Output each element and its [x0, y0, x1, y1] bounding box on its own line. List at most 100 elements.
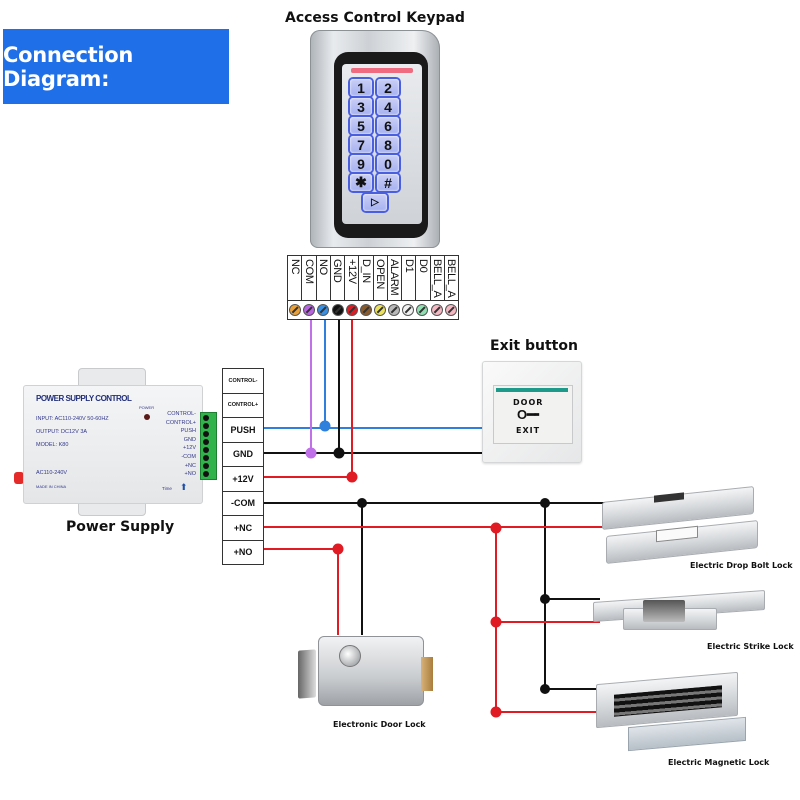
- strike-lock-device: [593, 589, 765, 632]
- ps-device-title: POWER SUPPLY CONTROL: [36, 394, 132, 403]
- ps-side-label: +NC: [184, 462, 196, 469]
- terminal-label-d1: D1: [402, 256, 417, 306]
- terminal-label-com: COM: [302, 256, 317, 306]
- exit-button-heading: Exit button: [490, 338, 578, 354]
- key-star[interactable]: ✱: [350, 174, 372, 191]
- terminal-label-d-in: D_IN: [359, 256, 374, 306]
- ps-terminal-nc: +NC: [223, 516, 263, 541]
- terminal-screw-d1-8: [402, 304, 415, 316]
- ps-input-spec: INPUT: AC110-240V 50-60HZ: [36, 416, 109, 422]
- terminal-screw-d0-9: [416, 304, 429, 316]
- terminal-screw-no-2: [317, 304, 330, 316]
- ps-terminal-gnd: GND: [223, 443, 263, 467]
- ps-made-in: MADE IN CHINA: [36, 484, 67, 489]
- key-icon: O━╸: [517, 407, 543, 422]
- ps-side-labels: CONTROL- CONTROL+ PUSH GND +12V -COM +NC…: [166, 410, 196, 479]
- key-4[interactable]: 4: [377, 98, 399, 115]
- terminal-screw--12v-4: [345, 304, 358, 316]
- junction-push: [319, 420, 331, 432]
- terminal-screw-gnd-3: [331, 304, 344, 316]
- junction-nc-2: [490, 616, 502, 628]
- exit-button-door-text: DOOR: [513, 398, 544, 407]
- terminal-label-12v: +12V: [345, 256, 360, 306]
- drop-bolt-lock-caption: Electric Drop Bolt Lock: [690, 561, 793, 570]
- key-1[interactable]: 1: [350, 79, 372, 96]
- exit-button-strip: [496, 388, 568, 392]
- ps-terminal-control-plus: CONTROL+: [223, 394, 263, 418]
- key-5[interactable]: 5: [350, 117, 372, 134]
- junction-nc-3: [490, 706, 502, 718]
- junction-no: [332, 543, 344, 555]
- terminal-screw-bell-a-10: [430, 304, 443, 316]
- ps-ac-label: AC110-240V: [36, 470, 68, 476]
- keypad-heading: Access Control Keypad: [285, 10, 465, 26]
- terminal-label-nc: NC: [288, 256, 303, 306]
- strike-keeper: [643, 600, 685, 622]
- ps-side-label: +12V: [183, 445, 196, 452]
- ps-power-label: POWER: [139, 405, 155, 410]
- time-adjust-icon: ⬆: [180, 482, 188, 492]
- connection-diagram-banner: Connection Diagram:: [3, 29, 229, 104]
- keypad-keys: 1 2 3 4 5 6 7 8 9 0 ✱ # ▷: [342, 64, 422, 224]
- junction-minus-com-3: [540, 594, 550, 604]
- terminal-label-alarm: ALARM: [388, 256, 402, 306]
- keypad-terminal-labels: NC COM NO GND +12V D_IN OPEN ALARM D1 D0…: [287, 255, 459, 306]
- ps-terminal-push: PUSH: [223, 418, 263, 443]
- junction-gnd: [333, 447, 345, 459]
- ps-side-label: CONTROL-: [167, 411, 196, 417]
- doorbell-key[interactable]: ▷: [363, 194, 387, 211]
- terminal-label-bell-a-2: BELL_A: [445, 259, 458, 298]
- terminal-label-gnd: GND: [331, 256, 345, 306]
- power-cable-gland: [14, 472, 24, 484]
- junction-nc-1: [490, 522, 502, 534]
- ps-green-terminal-block: [200, 412, 217, 480]
- terminal-screw-nc-0: [289, 304, 302, 316]
- key-0[interactable]: 0: [377, 155, 399, 172]
- door-lock-latch-plate: [298, 649, 316, 699]
- terminal-screw-open-6: [374, 304, 387, 316]
- exit-button-face[interactable]: [493, 385, 573, 444]
- key-3[interactable]: 3: [350, 98, 372, 115]
- terminal-label-d0: D0: [416, 256, 431, 306]
- drop-bolt-lock-upper: [602, 486, 754, 530]
- power-supply-device: POWER SUPPLY CONTROL INPUT: AC110-240V 5…: [23, 385, 203, 504]
- keypad-led-indicator: [351, 68, 413, 73]
- power-supply-caption: Power Supply: [66, 519, 175, 535]
- keypad-screw-terminals: [287, 300, 459, 320]
- key-hash[interactable]: #: [377, 174, 399, 191]
- magnetic-lock-caption: Electric Magnetic Lock: [668, 758, 770, 767]
- terminal-label-no: NO: [317, 256, 331, 306]
- magnetic-lock-device: [596, 670, 756, 729]
- drop-bolt-lock-lower: [606, 520, 758, 564]
- key-9[interactable]: 9: [350, 155, 372, 172]
- ps-side-label: -COM: [181, 453, 196, 460]
- key-7[interactable]: 7: [350, 136, 372, 153]
- terminal-label-open: OPEN: [374, 256, 388, 306]
- ps-terminal-no: +NO: [233, 547, 253, 558]
- exit-button-exit-text: EXIT: [516, 426, 541, 435]
- terminal-screw-com-1: [303, 304, 316, 316]
- ps-terminal-12v: +12V: [223, 467, 263, 492]
- terminal-screw-d-in-5: [359, 304, 372, 316]
- power-led: [144, 414, 150, 420]
- terminal-label-bell-a-1: BELL_A: [431, 256, 445, 306]
- power-supply-terminal-table: CONTROL- CONTROL+ PUSH GND +12V -COM +NC…: [222, 368, 264, 565]
- door-lock-button[interactable]: [339, 645, 361, 667]
- ps-side-label: CONTROL+: [165, 419, 196, 426]
- bell-icon: ▷: [371, 197, 379, 208]
- key-6[interactable]: 6: [377, 117, 399, 134]
- door-lock-bolt: [421, 657, 433, 691]
- door-lock-caption: Electronic Door Lock: [333, 720, 426, 729]
- ps-side-label: PUSH: [180, 428, 196, 435]
- terminal-screw-bell-a-11: [444, 304, 457, 316]
- junction-minus-com-1: [357, 498, 367, 508]
- terminal-screw-alarm-7: [388, 304, 401, 316]
- strike-lock-caption: Electric Strike Lock: [707, 642, 794, 651]
- junction-com: [305, 447, 317, 459]
- key-8[interactable]: 8: [377, 136, 399, 153]
- ps-output-spec: OUTPUT: DC12V 3A: [36, 429, 88, 435]
- ps-time-label: Time: [162, 486, 172, 491]
- key-2[interactable]: 2: [377, 79, 399, 96]
- ps-side-label: +NO: [184, 471, 196, 478]
